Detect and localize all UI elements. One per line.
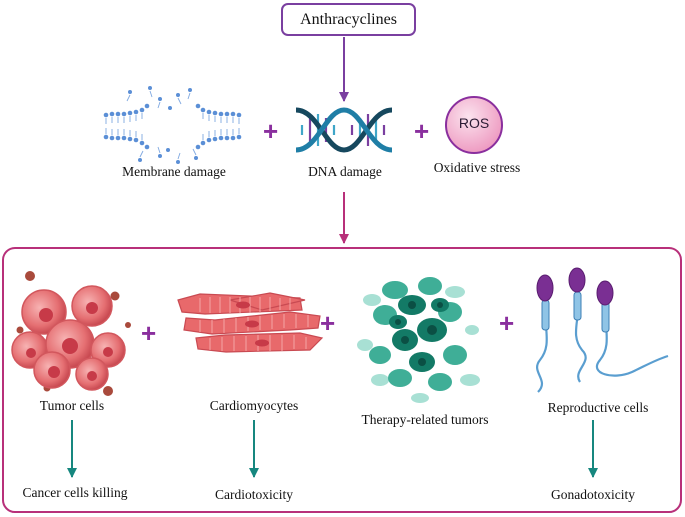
therapy-related-tumors-label: Therapy-related tumors — [361, 412, 489, 427]
plus-sign-4: + — [320, 308, 336, 338]
plus-sign-1: + — [263, 116, 279, 146]
membrane-damage-label: Membrane damage — [122, 164, 226, 179]
anthracyclines-title: Anthracyclines — [300, 10, 397, 28]
reproductive-cells-label: Reproductive cells — [547, 400, 649, 415]
therapy-related-tumors-icon — [357, 277, 480, 403]
dna-damage-label: DNA damage — [308, 164, 382, 179]
plus-sign-3: + — [141, 318, 157, 348]
lipid-bilayer-icon — [103, 86, 242, 164]
ros-badge: ROS — [458, 115, 490, 131]
ros-circle-icon — [445, 96, 503, 154]
cardiomyocytes-icon — [177, 292, 324, 353]
oxidative-stress-label: Oxidative stress — [433, 160, 521, 175]
tumor-cells-label: Tumor cells — [39, 398, 105, 413]
cancer-cells-killing-label: Cancer cells killing — [22, 485, 128, 500]
cardiomyocytes-label: Cardiomyocytes — [209, 398, 299, 413]
gonadotoxicity-label: Gonadotoxicity — [551, 487, 635, 502]
plus-sign-2: + — [414, 116, 430, 146]
tumor-cells-icon — [11, 271, 131, 396]
plus-sign-5: + — [499, 308, 515, 338]
sperm-cells-icon — [536, 267, 669, 393]
anthracyclines-box: Anthracyclines — [281, 3, 416, 36]
cardiotoxicity-label: Cardiotoxicity — [215, 487, 293, 502]
effects-panel — [2, 247, 682, 513]
dna-helix-icon — [295, 107, 393, 153]
